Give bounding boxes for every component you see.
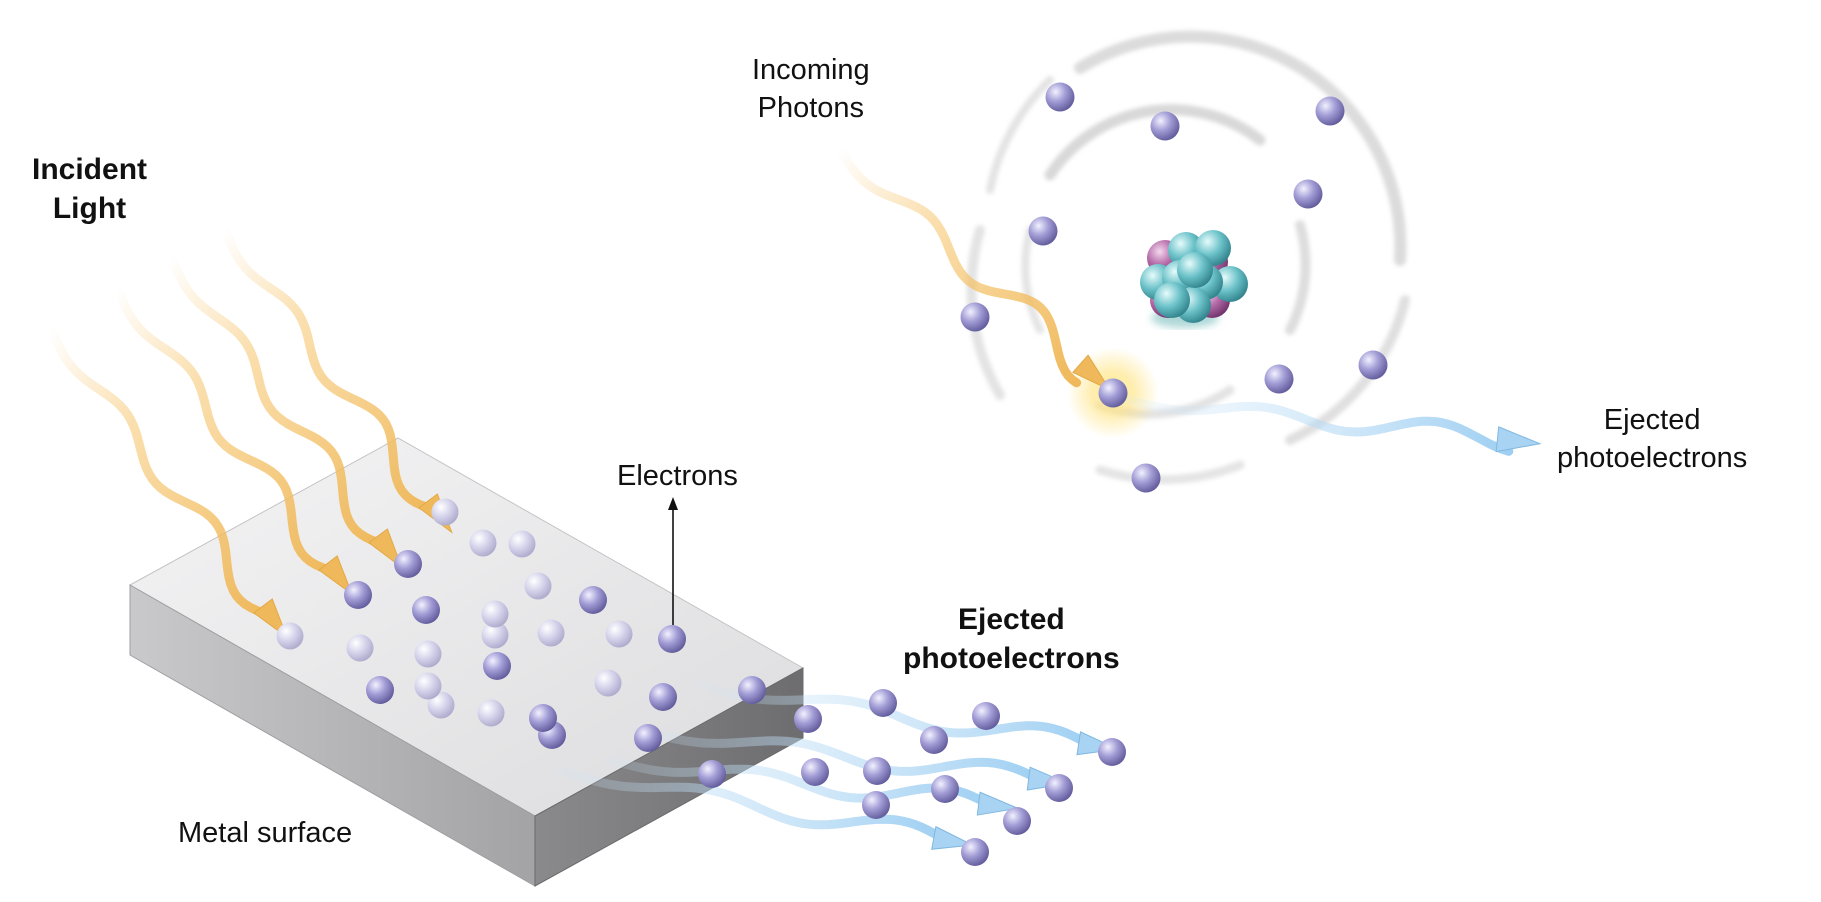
pointer-arrow-icon bbox=[668, 497, 678, 510]
metal-surface-label: Metal surface bbox=[178, 817, 353, 849]
electron-sphere-icon bbox=[931, 775, 959, 803]
electron-sphere-icon bbox=[862, 791, 890, 819]
electron-sphere-icon bbox=[1150, 111, 1180, 141]
photoelectron-wave-path bbox=[605, 755, 995, 810]
atom-model bbox=[960, 30, 1410, 493]
electron-sphere-icon bbox=[634, 724, 662, 752]
neutron bbox=[1177, 252, 1213, 288]
surface-photoelectron-trails bbox=[555, 680, 1120, 850]
photon-wave-arrow-icon bbox=[835, 145, 1112, 392]
electron-sphere-icon bbox=[483, 652, 511, 680]
photon-arrowhead bbox=[318, 555, 354, 596]
electron-sphere-icon bbox=[1003, 807, 1031, 835]
electron-sphere-icon bbox=[412, 596, 440, 624]
incident-light-label: Incident Light bbox=[32, 153, 148, 225]
electron-sphere-icon bbox=[537, 619, 565, 647]
incident-light-arrows bbox=[47, 225, 453, 639]
photon-wave-arrow-icon bbox=[167, 253, 403, 569]
photoelectron-wave-path bbox=[555, 765, 950, 845]
photoelectron-wave-path bbox=[695, 680, 1095, 750]
electron-sphere-icon bbox=[477, 699, 505, 727]
electron-sphere-icon bbox=[414, 672, 442, 700]
electron-sphere-icon bbox=[1264, 364, 1294, 394]
electron-sphere-icon bbox=[738, 676, 766, 704]
electron-sphere-icon bbox=[605, 620, 633, 648]
photon-arrowhead bbox=[1072, 354, 1112, 392]
photoelectron-arrowhead bbox=[931, 825, 975, 850]
incoming-photons-label: Incoming Photons bbox=[752, 54, 870, 124]
photoelectron-arrowhead bbox=[1495, 426, 1542, 453]
electron-sphere-icon bbox=[524, 572, 552, 600]
photon-wave-path bbox=[220, 225, 440, 515]
electron-sphere-icon bbox=[794, 705, 822, 733]
photon-arrowhead bbox=[253, 598, 289, 639]
metal-right-face bbox=[534, 667, 804, 887]
electron-sphere-icon bbox=[431, 498, 459, 526]
ejected-photoelectrons-surface-label: Ejected photoelectrons bbox=[903, 603, 1120, 675]
incoming-photon-arrow bbox=[835, 145, 1112, 392]
photon-wave-arrow-icon bbox=[113, 285, 354, 596]
inner-orbit bbox=[1044, 104, 1266, 181]
electron-sphere-icon bbox=[1315, 96, 1345, 126]
ejected-photoelectrons-atom-label: Ejected photoelectrons bbox=[1557, 404, 1748, 474]
electron-sphere-icon bbox=[1028, 216, 1058, 246]
absorbing-electron bbox=[1098, 378, 1128, 408]
electron-sphere-icon bbox=[863, 757, 891, 785]
electron-sphere-icon bbox=[469, 529, 497, 557]
photoelectron-wave-arrow-icon bbox=[1125, 395, 1542, 456]
electron-sphere-icon bbox=[394, 550, 422, 578]
electron-sphere-icon bbox=[346, 634, 374, 662]
electron-sphere-icon bbox=[366, 676, 394, 704]
electron-sphere-icon bbox=[961, 838, 989, 866]
outer-orbit bbox=[1074, 30, 1407, 266]
electron-sphere-icon bbox=[276, 622, 304, 650]
electron-sphere-icon bbox=[1358, 350, 1388, 380]
atom-photoelectron-trail bbox=[1125, 395, 1542, 456]
electron-sphere-icon bbox=[1098, 738, 1126, 766]
electron-sphere-icon bbox=[344, 581, 372, 609]
electron-sphere-icon bbox=[920, 726, 948, 754]
surface-electrons bbox=[276, 498, 686, 749]
electrons-label: Electrons bbox=[617, 460, 738, 492]
electron-sphere-icon bbox=[529, 704, 557, 732]
electron-sphere-icon bbox=[508, 530, 536, 558]
photoelectron-wave-arrow-icon bbox=[605, 755, 1020, 816]
ejected-photoelectrons-surface bbox=[634, 676, 1126, 866]
electron-sphere-icon bbox=[1045, 82, 1075, 112]
electron-sphere-icon bbox=[698, 760, 726, 788]
atom-electrons bbox=[960, 82, 1388, 493]
electron-sphere-icon bbox=[869, 689, 897, 717]
nucleus-icon bbox=[1140, 230, 1248, 323]
electron-sphere-icon bbox=[427, 691, 455, 719]
electron-sphere-icon bbox=[649, 683, 677, 711]
photoelectron-wave-arrow-icon bbox=[555, 765, 975, 850]
electron-sphere-icon bbox=[594, 669, 622, 697]
electron-sphere-icon bbox=[801, 758, 829, 786]
photon-wave-path bbox=[835, 145, 1082, 388]
electron-sphere-icon bbox=[414, 640, 442, 668]
electron-sphere-icon bbox=[481, 621, 509, 649]
photoelectron-wave-path bbox=[635, 725, 1045, 785]
photoelectron-arrowhead bbox=[976, 791, 1020, 816]
electron-sphere-icon bbox=[1293, 179, 1323, 209]
electron-sphere-icon bbox=[972, 702, 1000, 730]
electron-sphere-icon bbox=[481, 600, 509, 628]
photon-arrowhead bbox=[368, 528, 403, 569]
electron-sphere-icon bbox=[1131, 463, 1161, 493]
photon-wave-path bbox=[47, 325, 275, 620]
photon-wave-path bbox=[167, 253, 390, 550]
photon-wave-path bbox=[113, 285, 340, 577]
electron-sphere-icon bbox=[579, 586, 607, 614]
photon-wave-arrow-icon bbox=[47, 325, 289, 639]
electron-sphere-icon bbox=[960, 302, 990, 332]
photoelectron-wave-path bbox=[1125, 395, 1514, 456]
electron-sphere-icon bbox=[1045, 774, 1073, 802]
electron-sphere-icon bbox=[658, 625, 686, 653]
electrons-pointer-arrow bbox=[668, 497, 678, 625]
neutron bbox=[1154, 282, 1190, 318]
